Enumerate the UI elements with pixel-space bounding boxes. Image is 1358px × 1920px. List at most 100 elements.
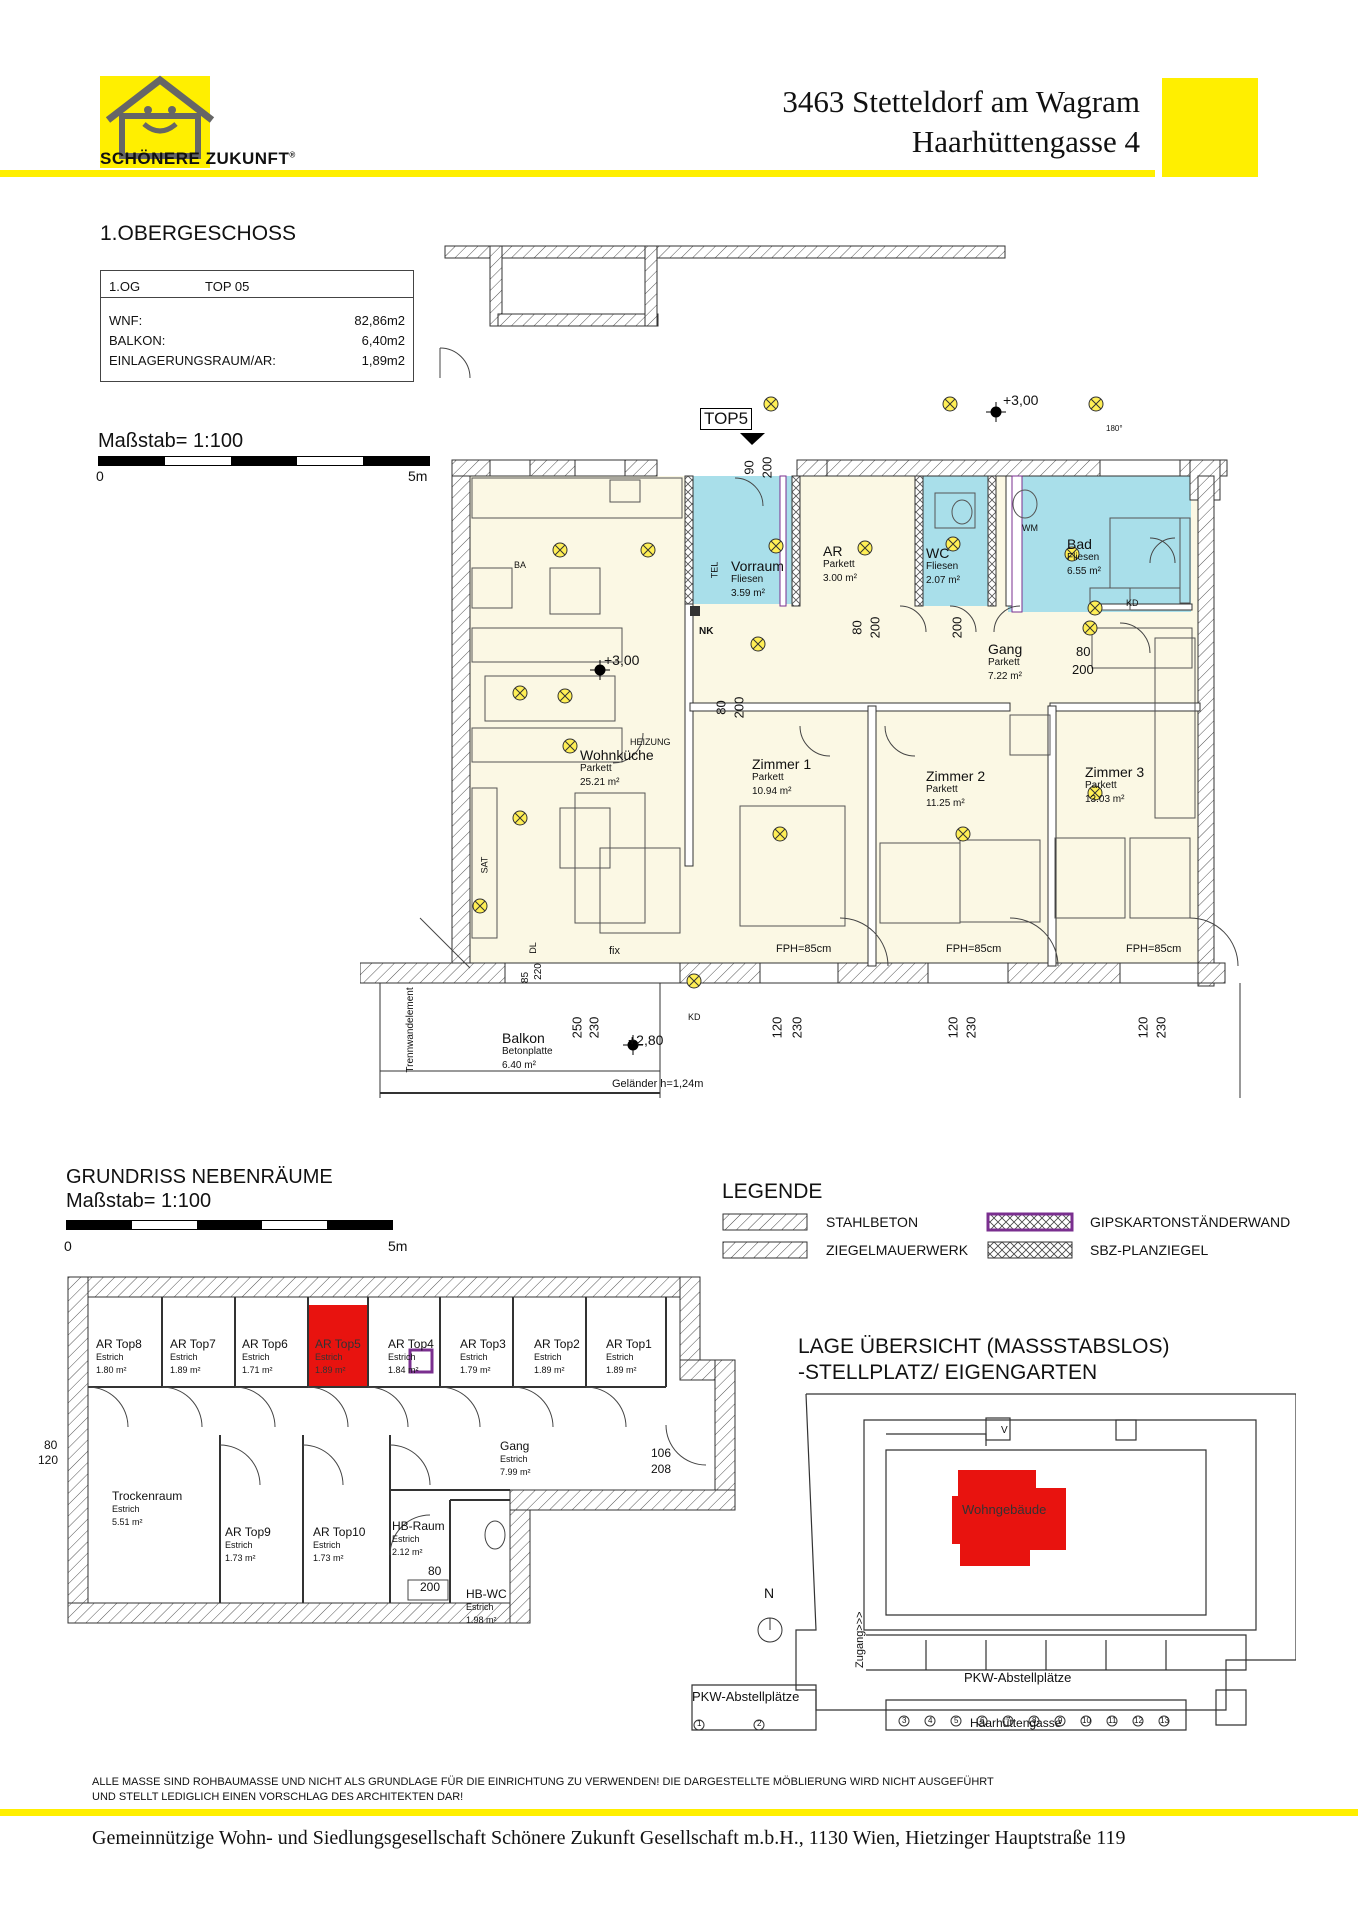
dim-label: 80 [1076,644,1091,659]
dim-label: 208 [651,1462,672,1476]
dim-label: 230 [789,1016,805,1039]
space-number: 8 [1032,1716,1037,1725]
floor-scale-bar [98,456,430,466]
space-number: 9 [1058,1716,1063,1725]
elevation-label: +3,00 [1003,392,1039,408]
dim-label: 200 [420,1580,441,1594]
entry-marker: V [1001,1425,1008,1436]
sbz-swatch [987,1241,1073,1259]
house-smiley-logo-icon [105,75,215,159]
table-row-label: WNF: [109,313,143,328]
space-number: 4 [928,1716,933,1725]
floor-scale-start: 0 [96,468,104,484]
disclaimer: ALLE MASSE SIND ROHBAUMASSE UND NICHT AL… [92,1776,994,1803]
fph-label: FPH=85cm [776,943,832,955]
building-label: Wohngebäude [962,1502,1047,1517]
footer-rule [0,1809,1358,1816]
floor-scale-end: 5m [408,468,428,484]
space-number: 2 [757,1719,762,1728]
tel-label: TEL [709,561,720,579]
ziegel-swatch [722,1241,808,1259]
floor-plan [360,245,1241,1098]
nk-label: NK [699,626,714,637]
parking-left-label: PKW-Abstellplätze [692,1689,800,1704]
unit-tag: TOP5 [700,408,753,430]
lage-title: LAGE ÜBERSICHT (MASSSTABSLOS)-STELLPLATZ… [798,1335,1170,1384]
kd-label: KD [688,1012,701,1022]
angle-label: 180° [1106,424,1123,433]
logo-background [100,76,210,168]
ba-label: BA [514,560,527,570]
dim-label: 120 [769,1016,785,1039]
dim-label: 200 [731,696,747,719]
table-row-value: 82,86m2 [354,313,405,328]
dim-label: 230 [963,1016,979,1039]
space-number: 3 [902,1716,907,1725]
dim-label: 120 [945,1016,961,1039]
legend-item-sbz: SBZ-PLANZIEGEL [1090,1242,1209,1258]
neben-scale-start: 0 [64,1238,72,1254]
legend-title: LEGENDE [722,1180,823,1203]
dim-label: 230 [1153,1016,1169,1039]
kd-label: KD [1126,598,1139,608]
table-row-label: EINLAGERUNGSRAUM/AR: [109,353,276,368]
header-rule [0,170,1155,177]
neben-scale-bar [66,1220,393,1230]
dim-label: 220 [532,963,544,980]
gipskarton-swatch [986,1212,1074,1232]
dim-label: 120 [1135,1016,1151,1039]
sat-label: SAT [479,856,490,874]
space-number: 13 [1160,1716,1169,1725]
dim-label: 80 [713,700,729,715]
space-number: 12 [1134,1716,1143,1725]
neben-title: GRUNDRISS NEBENRÄUME [66,1166,333,1188]
space-number: 7 [1006,1716,1011,1725]
space-number: 5 [954,1716,959,1725]
elevation-label: +2,80 [628,1032,664,1048]
table-row-value: 6,40m2 [361,333,405,348]
fix-label: fix [609,945,620,957]
dim-label: 90 [741,460,757,475]
floor-title: 1.OBERGESCHOSS [100,222,297,245]
address-line-1: 3463 Stetteldorf am Wagram [782,84,1140,119]
dim-label: 200 [759,456,775,479]
legend-swatches [722,1212,1074,1259]
site-plan [691,1393,1296,1731]
dim-label: 85 [520,971,532,984]
elevation-label: +3,00 [604,652,640,668]
dim-label: 80 [428,1564,442,1578]
dim-label: 200 [867,616,883,639]
space-number: 1 [697,1719,702,1728]
legend-item-gipskarton: GIPSKARTONSTÄNDERWAND [1090,1214,1291,1230]
wm-label: WM [1022,523,1038,533]
neben-scale-end: 5m [388,1238,408,1254]
north-label: N [764,1585,775,1601]
area-table: 1.OG TOP 05 WNF:82,86m2 BALKON:6,40m2 EI… [100,270,414,382]
floor-scale-label: Maßstab= 1:100 [98,430,244,452]
parking-right-label: PKW-Abstellplätze [964,1670,1072,1685]
dim-label: 80 [44,1438,58,1452]
space-number: 10 [1082,1716,1091,1725]
table-row-label: BALKON: [109,333,166,348]
stahlbeton-swatch [722,1213,808,1231]
logo-wordmark: SCHÖNERE ZUKUNFT® [100,149,296,168]
dim-label: 230 [586,1016,602,1039]
dim-label: 200 [1072,662,1094,677]
